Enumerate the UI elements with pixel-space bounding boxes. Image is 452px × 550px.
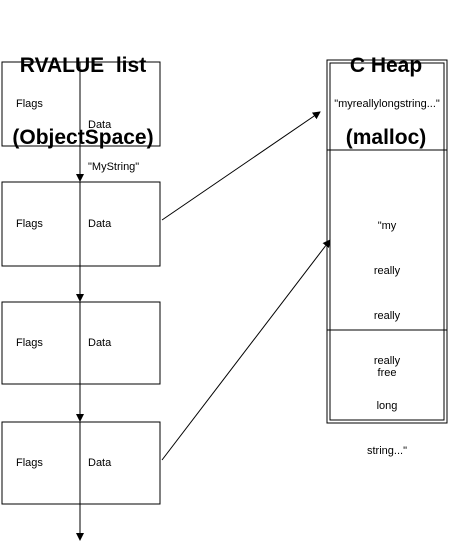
rvalue-2-flags: Flags bbox=[16, 218, 43, 230]
heap-title-line-2: (malloc) bbox=[345, 126, 427, 149]
heap-block-2-text: "my really really really long string..." bbox=[330, 189, 444, 489]
heap-block-2-line: long bbox=[376, 400, 398, 412]
rvalue-4-flags: Flags bbox=[16, 457, 43, 469]
rvalue-list-title: RVALUE list (ObjectSpace) bbox=[0, 6, 166, 198]
rvalue-3-data: Data bbox=[88, 337, 112, 349]
heap-block-1-text: "myreallylongstring..." bbox=[334, 98, 440, 110]
rvalue-box-3 bbox=[1, 301, 161, 385]
c-heap-title: C Heap (malloc) bbox=[320, 6, 452, 198]
pointer-arrow-2 bbox=[161, 239, 331, 461]
rvalue-box-2 bbox=[1, 181, 161, 267]
rvalue-3-flags: Flags bbox=[16, 337, 43, 349]
heap-block-3-text: free bbox=[377, 367, 397, 379]
heap-block-2-line: string..." bbox=[367, 445, 407, 457]
rvalue-1-flags: Flags bbox=[16, 98, 43, 110]
rvalue-1-data: Data "MyString" bbox=[88, 90, 139, 202]
rvalue-4-data: Data bbox=[88, 457, 112, 469]
heap-block-2-line: really bbox=[373, 355, 401, 367]
heap-title-line-1: C Heap bbox=[349, 54, 423, 77]
rvalue-title-line-1: RVALUE list bbox=[19, 54, 147, 77]
pointer-arrow-1 bbox=[161, 111, 321, 221]
rvalue-1-data-value: "MyString" bbox=[88, 161, 140, 173]
rvalue-1-data-label: Data bbox=[88, 119, 112, 131]
rvalue-box-1 bbox=[1, 61, 161, 147]
heap-block-2-line: "my bbox=[377, 220, 397, 232]
heap-block-2-line: really bbox=[373, 265, 401, 277]
rvalue-2-data: Data bbox=[88, 218, 112, 230]
rvalue-box-4 bbox=[1, 421, 161, 505]
heap-block-2-line: really bbox=[373, 310, 401, 322]
rvalue-title-line-2: (ObjectSpace) bbox=[12, 126, 154, 149]
